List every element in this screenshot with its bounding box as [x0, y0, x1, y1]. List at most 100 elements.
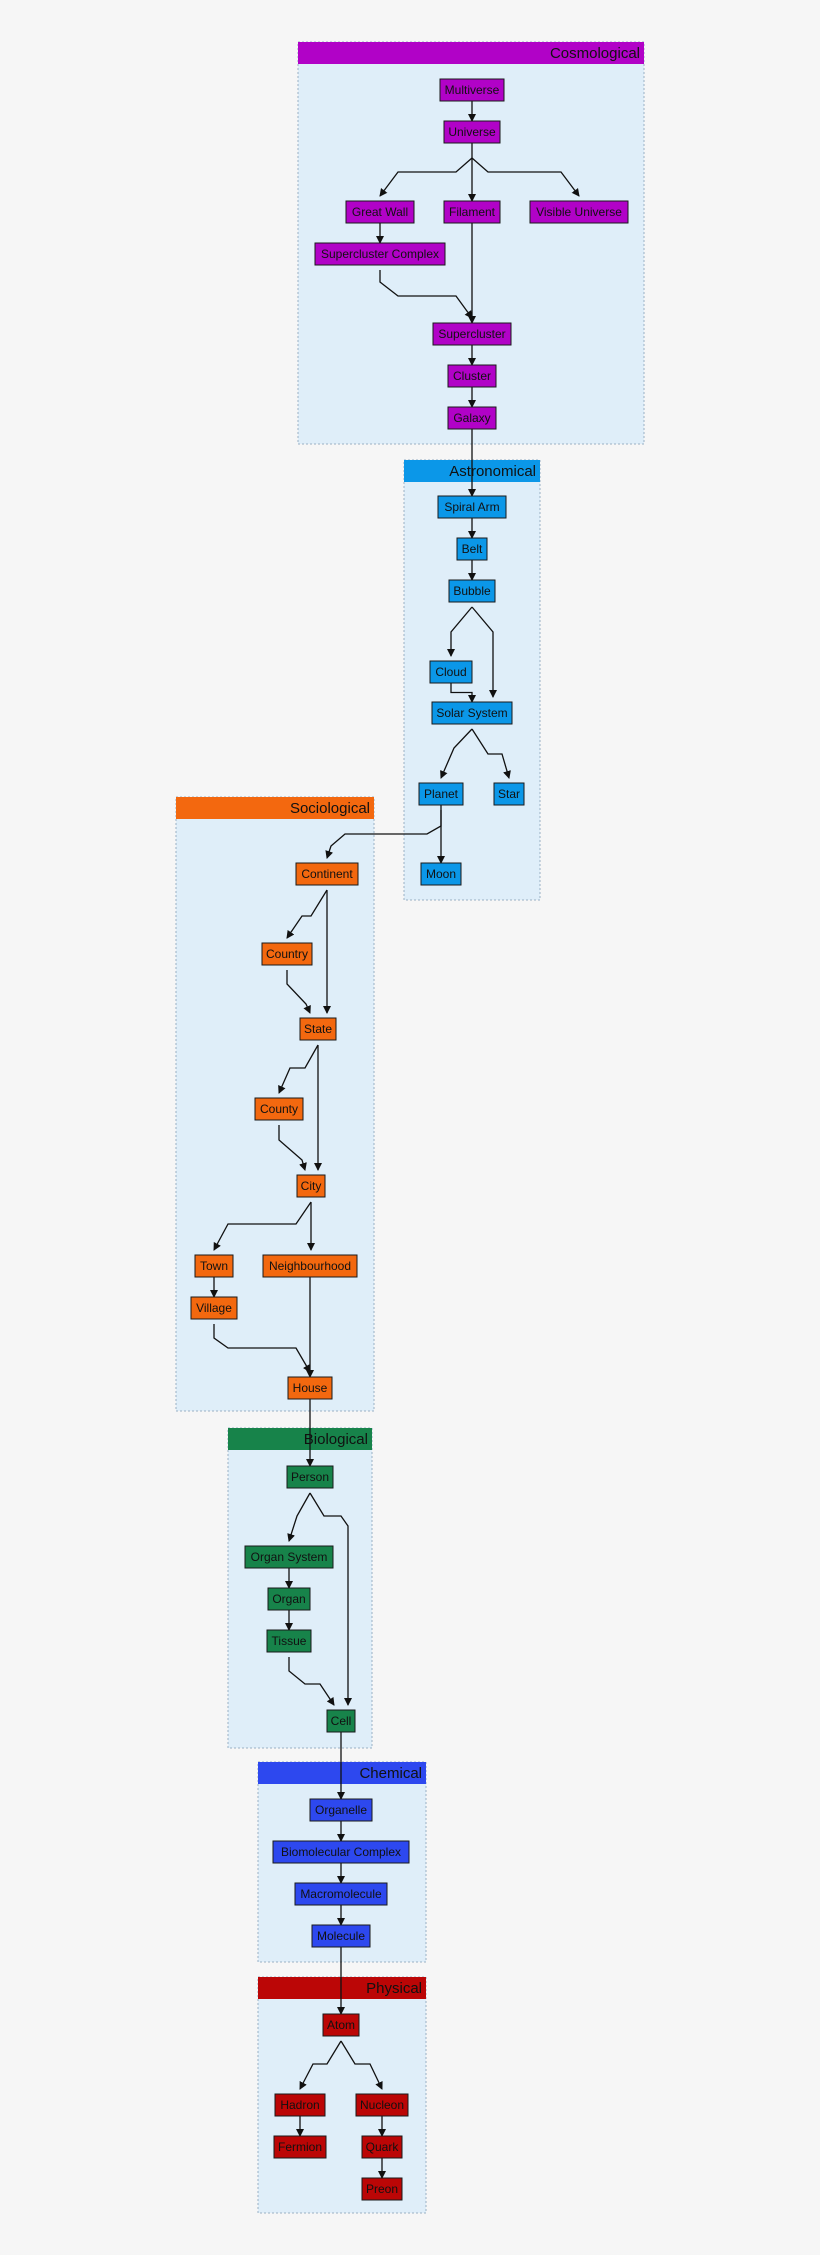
node-supercluster-complex[interactable]: Supercluster Complex [314, 242, 446, 266]
node-organelle[interactable]: Organelle [309, 1798, 373, 1822]
node-city[interactable]: City [296, 1174, 326, 1198]
node-house[interactable]: House [287, 1376, 333, 1400]
node-atom[interactable]: Atom [322, 2013, 360, 2037]
node-box [286, 1465, 334, 1489]
group-header-bar [298, 42, 644, 64]
edge-universe-to-visible-universe [471, 157, 580, 197]
node-label: House [293, 1381, 328, 1395]
node-box [418, 782, 464, 806]
node-box [447, 364, 497, 388]
node-label: Spiral Arm [444, 500, 499, 514]
node-label: Organelle [315, 1803, 367, 1817]
node-spiral-arm[interactable]: Spiral Arm [437, 495, 507, 519]
node-box [456, 537, 488, 561]
node-box [254, 1097, 304, 1121]
node-label: Nucleon [360, 2098, 404, 2112]
node-label: Bubble [453, 584, 491, 598]
node-fermion[interactable]: Fermion [273, 2135, 327, 2159]
node-label: State [304, 1022, 332, 1036]
node-preon[interactable]: Preon [361, 2177, 403, 2201]
node-person[interactable]: Person [286, 1465, 334, 1489]
group-title: Physical [366, 1980, 422, 1997]
node-filament[interactable]: Filament [443, 200, 501, 224]
edge-person-to-organ-system [287, 1492, 311, 1542]
node-supercluster[interactable]: Supercluster [432, 322, 512, 346]
node-box [529, 200, 629, 224]
node-village[interactable]: Village [190, 1296, 238, 1320]
node-label: Galaxy [453, 411, 490, 425]
node-macromolecule[interactable]: Macromolecule [294, 1882, 388, 1906]
node-box [294, 1882, 388, 1906]
node-label: Multiverse [445, 83, 500, 97]
node-country[interactable]: Country [261, 942, 313, 966]
node-bubble[interactable]: Bubble [448, 579, 496, 603]
node-town[interactable]: Town [194, 1254, 234, 1278]
edge-tissue-to-cell [288, 1657, 335, 1706]
node-box [420, 862, 462, 886]
node-box [295, 862, 359, 886]
node-cluster[interactable]: Cluster [447, 364, 497, 388]
group-title: Sociological [290, 800, 370, 817]
node-box [311, 1924, 371, 1948]
node-nucleon[interactable]: Nucleon [355, 2093, 409, 2117]
node-belt[interactable]: Belt [456, 537, 488, 561]
node-continent[interactable]: Continent [295, 862, 359, 886]
node-label: Atom [327, 2018, 355, 2032]
node-galaxy[interactable]: Galaxy [447, 406, 497, 430]
node-label: Village [196, 1301, 232, 1315]
node-label: Star [498, 787, 520, 801]
edge-continent-to-country [286, 889, 328, 939]
edge-atom-to-hadron [299, 2040, 342, 2090]
node-label: Hadron [280, 2098, 319, 2112]
node-label: Great Wall [352, 205, 408, 219]
node-box [355, 2093, 409, 2117]
node-box [493, 782, 525, 806]
node-visible-universe[interactable]: Visible Universe [529, 200, 629, 224]
node-county[interactable]: County [254, 1097, 304, 1121]
edge-universe-to-great-wall [379, 157, 473, 197]
node-star[interactable]: Star [493, 782, 525, 806]
node-organ-system[interactable]: Organ System [244, 1545, 334, 1569]
node-universe[interactable]: Universe [443, 120, 501, 144]
node-box [429, 660, 473, 684]
node-hadron[interactable]: Hadron [274, 2093, 326, 2117]
node-biomolecular-complex[interactable]: Biomolecular Complex [272, 1840, 410, 1864]
node-box [267, 1587, 311, 1611]
node-great-wall[interactable]: Great Wall [345, 200, 415, 224]
node-label: Organ [272, 1592, 305, 1606]
node-box [431, 701, 513, 725]
node-label: Preon [366, 2182, 398, 2196]
node-label: Biomolecular Complex [281, 1845, 401, 1859]
node-planet[interactable]: Planet [418, 782, 464, 806]
group-title: Chemical [359, 1765, 422, 1782]
node-solar-system[interactable]: Solar System [431, 701, 513, 725]
edge-state-to-county [278, 1044, 319, 1094]
node-label: Fermion [278, 2140, 322, 2154]
node-organ[interactable]: Organ [267, 1587, 311, 1611]
node-label: Continent [301, 867, 353, 881]
node-cloud[interactable]: Cloud [429, 660, 473, 684]
node-moon[interactable]: Moon [420, 862, 462, 886]
node-multiverse[interactable]: Multiverse [439, 78, 505, 102]
node-label: Town [200, 1259, 228, 1273]
node-molecule[interactable]: Molecule [311, 1924, 371, 1948]
node-neighbourhood[interactable]: Neighbourhood [262, 1254, 358, 1278]
node-label: Neighbourhood [269, 1259, 351, 1273]
node-box [361, 2177, 403, 2201]
node-box [447, 406, 497, 430]
edge-solar-system-to-star [471, 728, 511, 779]
node-box [296, 1174, 326, 1198]
node-label: Country [266, 947, 308, 961]
node-state[interactable]: State [299, 1017, 337, 1041]
edge-county-to-city [278, 1125, 307, 1171]
group-header-bar [258, 1762, 426, 1784]
group-title: Biological [304, 1431, 368, 1448]
node-tissue[interactable]: Tissue [266, 1629, 312, 1653]
node-box [273, 2135, 327, 2159]
node-box [190, 1296, 238, 1320]
node-quark[interactable]: Quark [361, 2135, 403, 2159]
node-box [345, 200, 415, 224]
node-cell[interactable]: Cell [326, 1709, 356, 1733]
node-label: Universe [448, 125, 496, 139]
node-box [443, 120, 501, 144]
